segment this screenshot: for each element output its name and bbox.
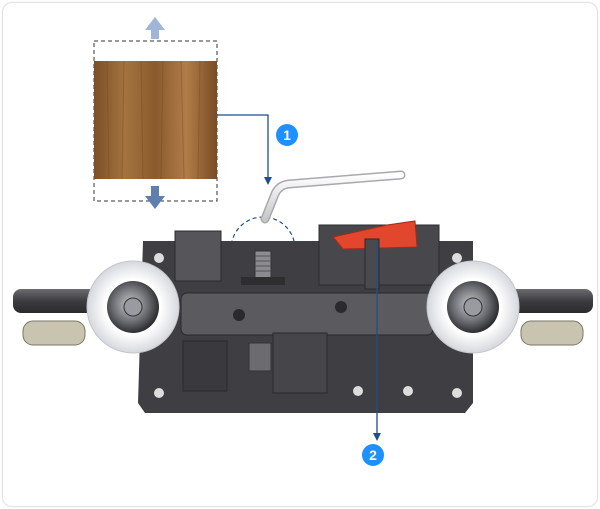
up-arrow-icon — [145, 17, 165, 39]
roller-hanger-illustration — [13, 17, 593, 441]
down-arrow-icon — [145, 186, 165, 209]
left-wheel — [86, 260, 180, 354]
callout-1-badge: 1 — [276, 124, 298, 146]
callout-1-leader — [217, 114, 272, 185]
right-wheel — [426, 260, 520, 354]
callout-2-badge: 2 — [362, 444, 384, 466]
callout-2-leader — [373, 241, 381, 441]
right-small-roller — [520, 320, 584, 346]
red-release-lever — [332, 220, 418, 250]
wood-panel — [93, 40, 218, 202]
left-small-roller — [22, 320, 86, 346]
hex-key-wrench — [260, 170, 406, 224]
wood-sample — [94, 61, 217, 179]
